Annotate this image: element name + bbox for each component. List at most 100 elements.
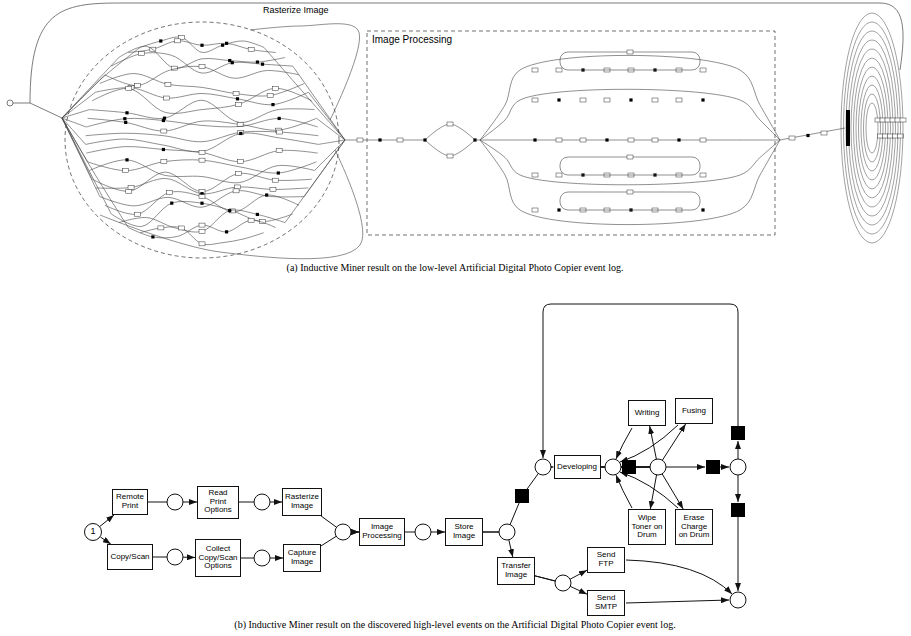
low-level-arc bbox=[250, 24, 360, 120]
low-level-arc bbox=[86, 147, 317, 162]
region-label: Rasterize Image bbox=[262, 5, 330, 15]
transition-box: Send FTP bbox=[587, 547, 625, 573]
transition bbox=[397, 138, 403, 142]
low-level-arc bbox=[86, 131, 319, 141]
low-level-arc bbox=[86, 118, 317, 127]
transition bbox=[165, 82, 171, 86]
transition bbox=[248, 48, 254, 52]
silent-transition bbox=[277, 171, 280, 174]
low-level-arc bbox=[140, 37, 264, 53]
transition-box: Erase Charge on Drum bbox=[675, 509, 713, 545]
loop-arc bbox=[560, 52, 700, 70]
silent-transition bbox=[629, 98, 632, 101]
place bbox=[415, 524, 431, 540]
place bbox=[730, 592, 746, 608]
place bbox=[555, 575, 571, 591]
place bbox=[650, 459, 666, 475]
low-level-arc bbox=[86, 133, 319, 152]
silent-transition bbox=[261, 63, 264, 66]
silent-transition bbox=[162, 148, 165, 151]
low-level-arc bbox=[475, 140, 480, 141]
loop-arc bbox=[560, 192, 700, 210]
silent-transition bbox=[125, 111, 128, 114]
transition bbox=[700, 173, 706, 177]
outer-loop bbox=[30, 3, 903, 103]
low-level-arc bbox=[480, 89, 780, 140]
transition-label: Transfer Image bbox=[500, 562, 532, 580]
arc bbox=[666, 467, 705, 468]
figure-caption: (a) Inductive Miner result on the low-le… bbox=[286, 262, 625, 273]
transition bbox=[238, 160, 244, 164]
place bbox=[335, 524, 351, 540]
transition bbox=[233, 92, 239, 96]
transition bbox=[236, 172, 242, 176]
transition bbox=[237, 122, 243, 126]
low-level-arc bbox=[90, 160, 315, 183]
low-level-arc bbox=[62, 118, 111, 214]
transition bbox=[898, 134, 904, 138]
low-level-arc bbox=[119, 46, 285, 68]
low-level-arc bbox=[88, 118, 317, 131]
transition bbox=[199, 158, 205, 162]
transition-label: Wipe Toner on Drum bbox=[631, 514, 663, 540]
transition bbox=[277, 130, 283, 134]
transition bbox=[556, 173, 562, 177]
low-level-arc bbox=[316, 118, 345, 140]
loop-arc bbox=[543, 304, 738, 458]
place bbox=[535, 459, 551, 475]
low-level-arc bbox=[119, 210, 285, 232]
silent-transition bbox=[231, 61, 234, 64]
arc bbox=[738, 441, 739, 459]
net-texture bbox=[62, 13, 906, 259]
silent-transition bbox=[622, 460, 636, 474]
transition-label: Rasterize Image bbox=[285, 493, 319, 511]
low-level-arc bbox=[480, 140, 780, 225]
transition-label: Read Print Options bbox=[200, 489, 236, 515]
place bbox=[499, 524, 515, 540]
loop-arc bbox=[854, 58, 891, 198]
place bbox=[730, 459, 746, 475]
transition-box: Transfer Image bbox=[497, 557, 535, 585]
token-count: 1 bbox=[90, 527, 95, 537]
place-circle: 1 bbox=[84, 523, 102, 541]
region-label: Image Processing bbox=[371, 34, 453, 45]
loop-arc bbox=[856, 67, 888, 189]
low-level-arc bbox=[105, 192, 299, 215]
silent-transition bbox=[271, 103, 274, 106]
transition-label: Store Image bbox=[448, 523, 480, 541]
transition-box: Copy/Scan bbox=[107, 544, 153, 570]
silent-transition bbox=[225, 42, 228, 45]
return-arc bbox=[620, 472, 678, 508]
silent-transition bbox=[557, 208, 560, 211]
transition bbox=[821, 131, 827, 135]
transition-label: Erase Charge on Drum bbox=[678, 514, 710, 540]
silent-transition bbox=[701, 208, 704, 211]
silent-transition bbox=[162, 119, 165, 122]
transition bbox=[532, 98, 538, 102]
transition bbox=[126, 189, 132, 193]
low-level-arc bbox=[111, 201, 292, 226]
transition bbox=[556, 138, 562, 142]
transition bbox=[627, 155, 633, 159]
silent-transition bbox=[151, 235, 154, 238]
low-level-arc bbox=[314, 140, 345, 171]
arc bbox=[483, 467, 554, 532]
silent-transition bbox=[124, 121, 127, 124]
transition-label: Remote Print bbox=[115, 493, 145, 511]
transition bbox=[167, 190, 173, 194]
silent-transition bbox=[515, 489, 529, 503]
silent-transition bbox=[278, 117, 281, 120]
transition-box: Send SMTP bbox=[587, 590, 625, 616]
arc bbox=[720, 467, 729, 468]
transition bbox=[447, 122, 453, 126]
arc bbox=[626, 600, 729, 603]
transition bbox=[178, 226, 184, 230]
transition-label: Collect Copy/Scan Options bbox=[198, 545, 238, 571]
transition bbox=[700, 138, 706, 142]
silent-transition bbox=[677, 138, 680, 141]
transition-label: Writing bbox=[631, 409, 663, 418]
arc bbox=[100, 515, 114, 526]
transition bbox=[652, 138, 658, 142]
transition bbox=[272, 178, 278, 182]
transition bbox=[900, 118, 906, 122]
